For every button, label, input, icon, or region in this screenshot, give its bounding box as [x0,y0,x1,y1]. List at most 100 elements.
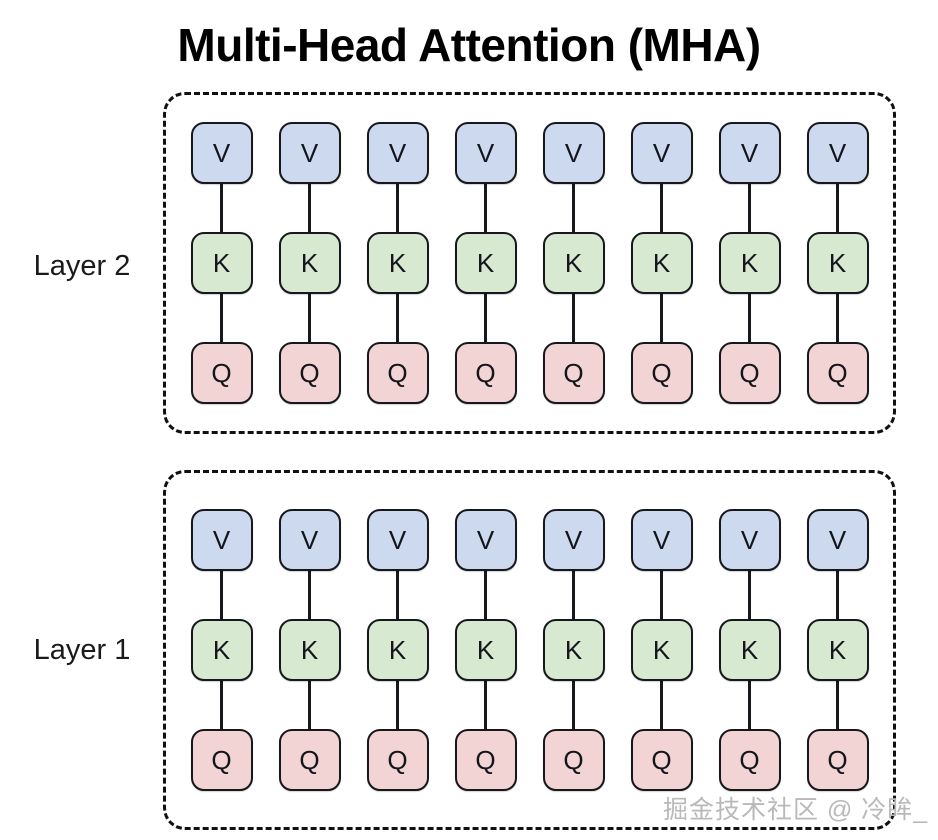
query-node: Q [278,342,341,404]
query-node: Q [366,729,429,791]
value-node: V [190,122,253,184]
value-node: V [278,122,341,184]
value-node: V [806,122,869,184]
connector-key-query [308,681,311,729]
value-node: V [366,509,429,571]
connector-key-query [484,681,487,729]
key-node: K [542,232,605,294]
query-node: Q [454,729,517,791]
query-node: Q [190,342,253,404]
key-node: K [278,232,341,294]
value-node: V [718,509,781,571]
connector-value-key [836,184,839,232]
value-node: V [278,509,341,571]
query-node: Q [542,342,605,404]
watermark-text: 掘金技术社区 @ 冷眸_ [663,796,929,824]
connector-value-key [308,571,311,619]
connector-key-query [836,681,839,729]
value-node: V [190,509,253,571]
connector-value-key [660,571,663,619]
connector-value-key [748,184,751,232]
connector-key-query [748,681,751,729]
connector-value-key [484,571,487,619]
key-node: K [366,619,429,681]
connector-key-query [220,294,223,342]
connector-key-query [836,294,839,342]
connector-value-key [572,571,575,619]
connector-key-query [308,294,311,342]
key-node: K [278,619,341,681]
key-node: K [806,232,869,294]
query-node: Q [190,729,253,791]
query-node: Q [542,729,605,791]
connector-value-key [396,184,399,232]
connector-value-key [220,571,223,619]
connector-key-query [396,294,399,342]
connector-value-key [484,184,487,232]
connector-value-key [396,571,399,619]
value-node: V [454,509,517,571]
connector-value-key [220,184,223,232]
query-node: Q [806,342,869,404]
key-node: K [718,619,781,681]
key-node: K [454,232,517,294]
connector-value-key [660,184,663,232]
key-node: K [630,232,693,294]
connector-value-key [308,184,311,232]
value-node: V [806,509,869,571]
key-node: K [542,619,605,681]
value-node: V [454,122,517,184]
connector-key-query [660,294,663,342]
key-node: K [454,619,517,681]
key-node: K [718,232,781,294]
connector-key-query [484,294,487,342]
connector-key-query [220,681,223,729]
layer-label-1: Layer 1 [33,634,131,666]
query-node: Q [630,342,693,404]
value-node: V [542,122,605,184]
key-node: K [190,232,253,294]
key-node: K [630,619,693,681]
connector-key-query [748,294,751,342]
connector-key-query [572,681,575,729]
query-node: Q [718,342,781,404]
query-node: Q [366,342,429,404]
query-node: Q [806,729,869,791]
page-title: Multi-Head Attention (MHA) [177,19,761,71]
connector-key-query [572,294,575,342]
key-node: K [366,232,429,294]
connector-value-key [572,184,575,232]
key-node: K [806,619,869,681]
query-node: Q [454,342,517,404]
value-node: V [366,122,429,184]
layer-label-2: Layer 2 [33,250,131,282]
connector-value-key [836,571,839,619]
value-node: V [630,509,693,571]
value-node: V [718,122,781,184]
connector-key-query [660,681,663,729]
value-node: V [542,509,605,571]
key-node: K [190,619,253,681]
